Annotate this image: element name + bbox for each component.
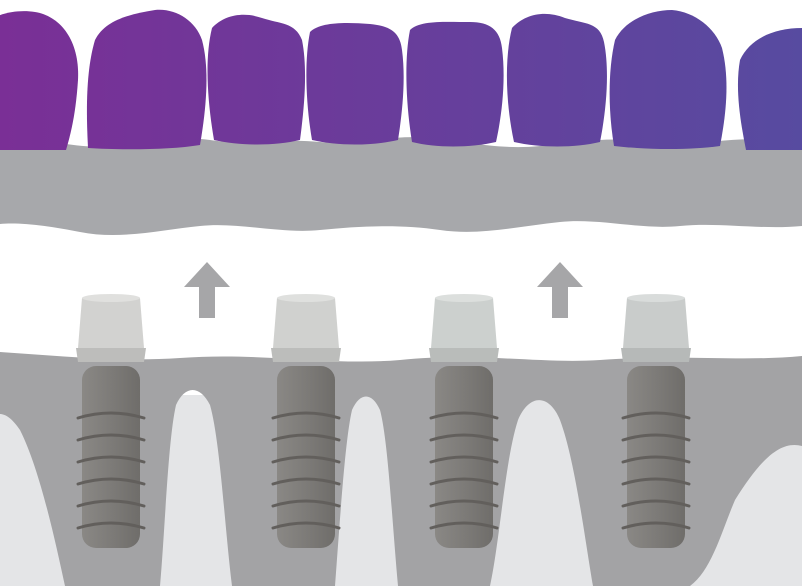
teeth-row xyxy=(0,10,802,150)
tooth xyxy=(507,14,607,147)
tooth xyxy=(610,10,727,149)
implant xyxy=(76,294,146,548)
implant-collar xyxy=(623,298,689,348)
implant-collar xyxy=(431,298,497,348)
implant-top xyxy=(627,294,685,302)
arrow-up-icon xyxy=(537,262,583,318)
tooth xyxy=(0,11,78,150)
arrow-up-icon xyxy=(184,262,230,318)
tooth xyxy=(87,10,207,149)
implant-top xyxy=(435,294,493,302)
implant-collar xyxy=(273,298,339,348)
implant-neck xyxy=(621,348,691,362)
implant-top xyxy=(277,294,335,302)
tooth xyxy=(406,22,503,147)
implant-neck xyxy=(429,348,499,362)
implant xyxy=(621,294,691,548)
tooth xyxy=(738,28,802,150)
implant xyxy=(429,294,499,548)
implant-neck xyxy=(76,348,146,362)
implant-top xyxy=(82,294,140,302)
implant-collar xyxy=(78,298,144,348)
bridge-gum xyxy=(0,137,802,235)
implant-neck xyxy=(271,348,341,362)
implant xyxy=(271,294,341,548)
tooth xyxy=(306,23,403,145)
tooth xyxy=(208,15,306,145)
